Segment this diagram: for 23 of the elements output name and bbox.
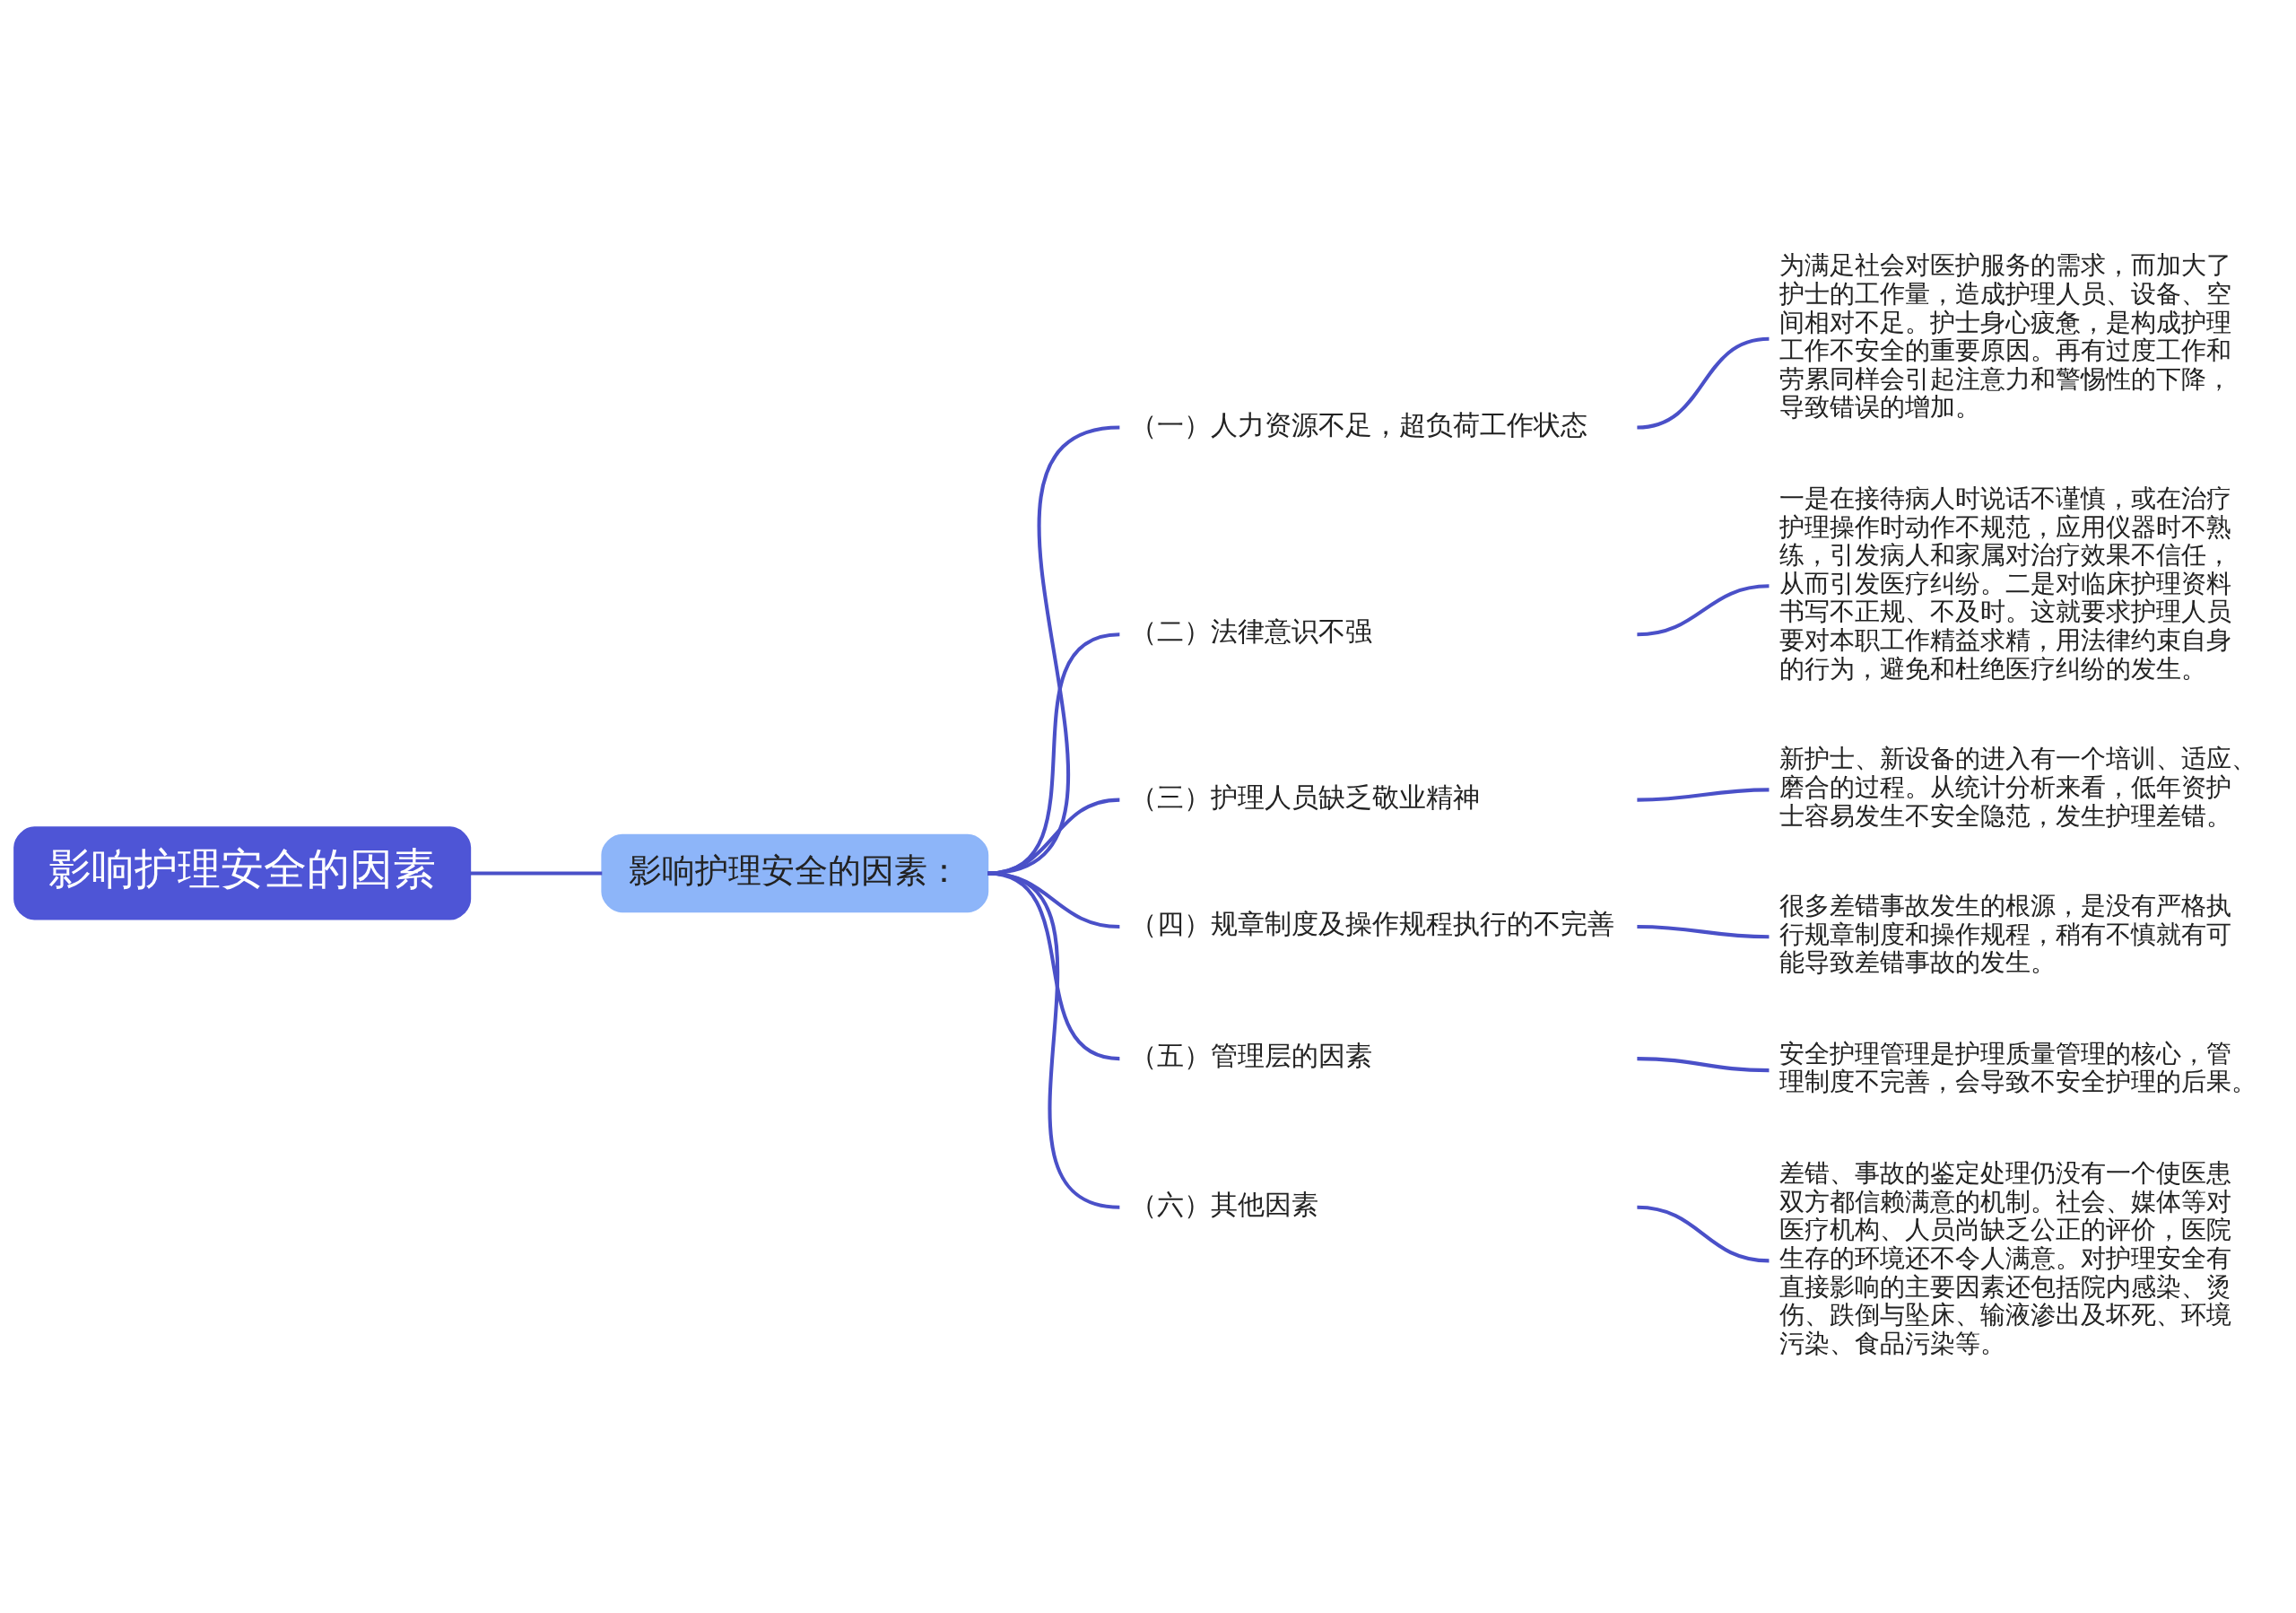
node-text: 差错、事故的鉴定处理仍没有一个使医患双方都信赖满意的机制。社会、媒体等对医疗机构、人员尚缺乏公正的评价，医院生存的环境还不令人满意。对护理安全有直接影响的主要因素还包括院内感染、烫伤、跌倒与坠床、输液渗出及坏死、环境污染、食品污染等。 [1779,1157,2231,1358]
connector [987,870,1120,1209]
connector [470,870,603,876]
node-text: （五）管理层的因素 [1129,1039,1372,1071]
connector [1637,924,1770,938]
connector [1637,787,1770,802]
connector [987,798,1120,876]
node-text: 很多差错事故发生的根源，是没有严格执行规章制度和操作规程，稍有不慎就有可能导致差错事故的发生。 [1779,890,2231,977]
node-text: （二）法律意识不强 [1129,615,1372,647]
connector [1637,336,1770,429]
node-box: 影响护理安全的因素 [13,825,472,920]
connector [1637,1205,1770,1262]
node-text: 新护士、新设备的进入有一个培训、适应、磨合的过程。从统计分析来看，低年资护士容易发生不安全隐范，发生护理差错。 [1779,743,2257,831]
node-text: （六）其他因素 [1129,1188,1318,1220]
connector [1637,1056,1770,1072]
node-text: 安全护理管理是护理质量管理的核心，管理制度不完善，会导致不安全护理的后果。 [1779,1038,2257,1096]
node-text: 一是在接待病人时说话不谨慎，或在治疗护理操作时动作不规范，应用仪器时不熟练，引发病人和家属对治疗效果不信任，从而引发医疗纠纷。二是对临床护理资料书写不正规、不及时。这就要求护理人员要对本职工作精益求精，用法律约束自身的行为，避免和杜绝医疗纠纷的发生。 [1779,483,2231,684]
node-text: （四）规章制度及操作规程执行的不完善 [1129,907,1614,939]
node-text: （一）人力资源不足，超负荷工作状态 [1129,408,1587,440]
node-text: （三）护理人员缺乏敬业精神 [1129,780,1480,813]
connector [1637,583,1770,636]
node-box: 影响护理安全的因素： [601,833,989,912]
node-text: 为满足社会对医护服务的需求，而加大了护士的工作量，造成护理人员、设备、空间相对不足。护士身心疲惫，是构成护理工作不安全的重要原因。再有过度工作和劳累同样会引起注意力和警惕性的下降，导致错误的增加。 [1779,249,2231,422]
